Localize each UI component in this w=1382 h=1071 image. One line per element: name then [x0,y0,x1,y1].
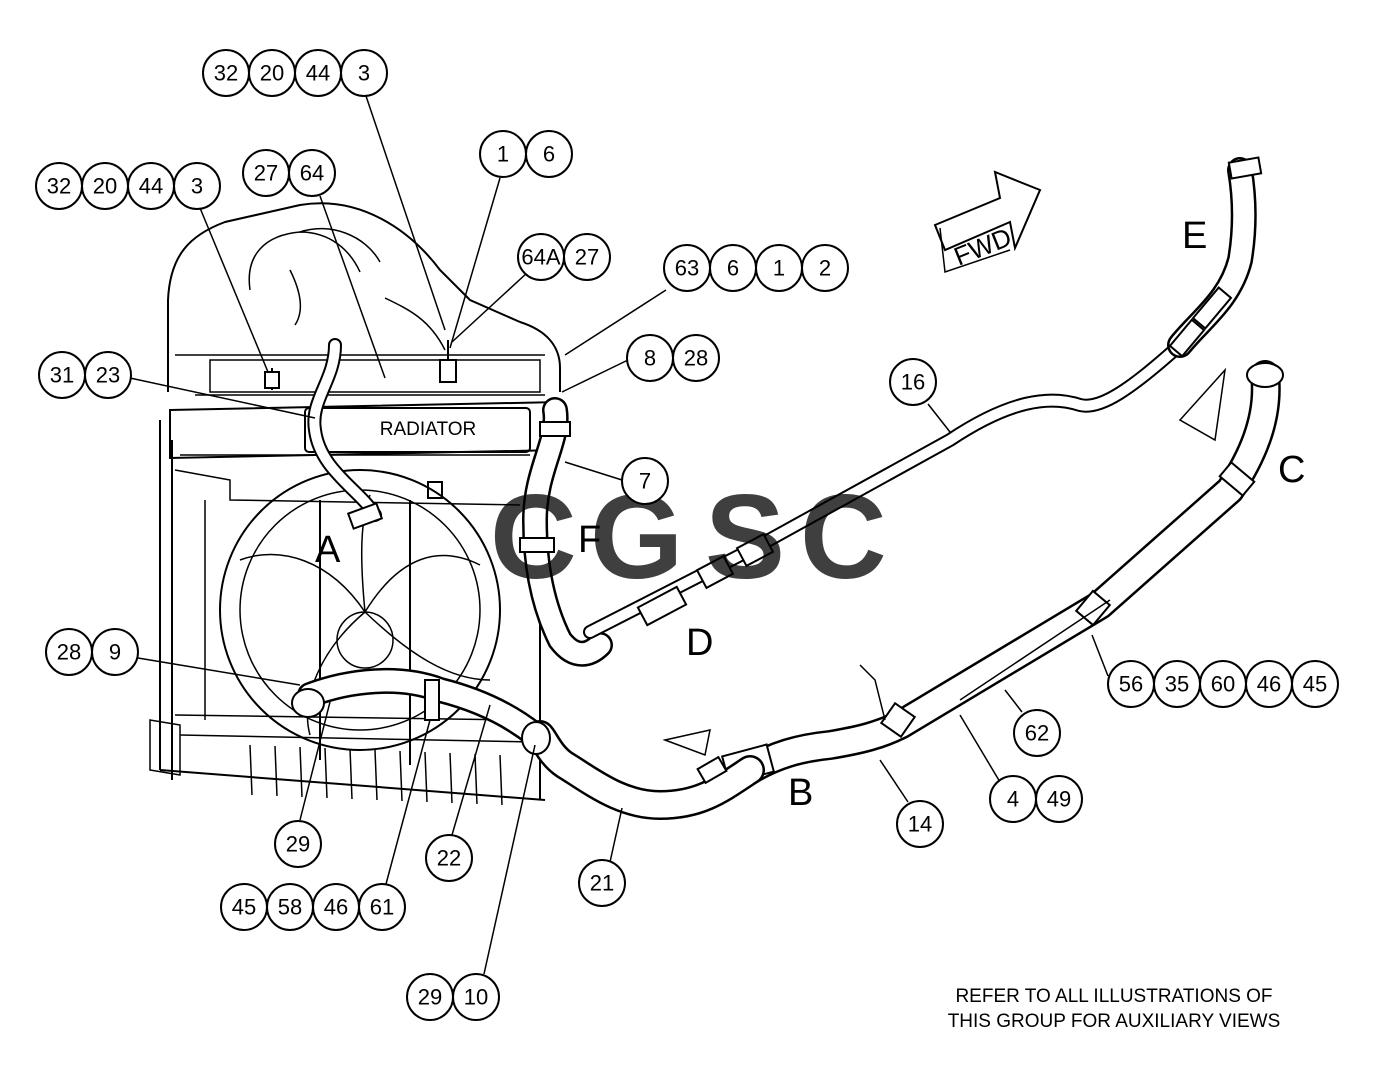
note-line-2: THIS GROUP FOR AUXILIARY VIEWS [948,1011,1281,1032]
callout-number: 21 [590,871,614,896]
callout-number: 8 [644,346,656,371]
callout-number: 28 [684,346,708,371]
hose-e [1167,156,1263,358]
callout-number: 31 [50,363,74,388]
callout-32-20-44-3-top: 32 20 44 3 [202,49,388,97]
callout-number: 44 [306,61,330,86]
callout-21: 21 [578,859,626,907]
callout-number: 22 [437,846,461,871]
hose-7-upper [519,397,613,667]
tube-16 [583,338,1187,639]
callout-number: 45 [232,895,256,920]
fwd-label: FWD [950,222,1016,272]
callout-28-9: 28 9 [45,628,139,676]
callout-4-49: 4 49 [989,775,1083,823]
callout-16: 16 [889,358,937,406]
view-letter-a: A [315,529,341,571]
watermark: C G S C [490,470,887,604]
callout-number: 32 [214,61,238,86]
callout-number: 2 [819,256,831,281]
callout-8-28: 8 28 [626,334,720,382]
callout-number: 16 [901,370,925,395]
callout-number: 1 [497,142,509,167]
callout-number: 9 [109,640,121,665]
callout-number: 64 [300,161,324,186]
callout-number: 10 [464,985,488,1010]
callout-number: 60 [1211,672,1235,697]
callout-1-6: 1 6 [479,130,573,178]
view-letter-e: E [1182,215,1207,257]
callout-number: 45 [1303,672,1327,697]
callout-number: 3 [358,61,370,86]
callout-number: 64A [521,245,560,270]
callout-number: 20 [93,174,117,199]
callout-number: 6 [727,256,739,281]
callout-27-64: 27 64 [242,149,336,197]
watermark-letter-3: S [705,470,785,604]
callout-number: 44 [139,174,163,199]
radiator-label: RADIATOR [380,419,476,440]
callout-number: 7 [639,469,651,494]
callout-number: 4 [1007,787,1019,812]
callout-7: 7 [621,457,669,505]
hose-22-lower [291,667,551,755]
callout-number: 62 [1025,721,1049,746]
leader-lines [129,95,1109,975]
view-letter-b: B [788,772,813,814]
callout-31-23: 31 23 [38,351,132,399]
callout-32-20-44-3-left: 32 20 44 3 [35,162,221,210]
callout-number: 46 [1257,672,1281,697]
callout-22: 22 [425,834,473,882]
callout-number: 27 [254,161,278,186]
callout-number: 20 [260,61,284,86]
callout-56-35-60-46-45: 56 35 60 46 45 [1107,660,1339,708]
fwd-arrow-icon: FWD [933,170,1042,274]
callout-number: 46 [324,895,348,920]
callout-number: 35 [1165,672,1189,697]
callout-29: 29 [274,820,322,868]
callout-number: 27 [575,245,599,270]
view-letter-c: C [1278,449,1305,491]
watermark-letter-4: C [800,470,887,604]
callout-number: 3 [191,174,203,199]
callout-number: 61 [370,895,394,920]
callout-14: 14 [896,800,944,848]
hose-21 [525,720,765,820]
callout-number: 63 [675,256,699,281]
note-line-1: REFER TO ALL ILLUSTRATIONS OF [955,986,1272,1007]
callout-number: 1 [773,256,785,281]
callout-number: 6 [543,142,555,167]
callout-number: 32 [47,174,71,199]
watermark-letter-1: C [490,470,577,604]
callout-62: 62 [1013,709,1061,757]
callout-45-58-46-61: 45 58 46 61 [220,883,406,931]
callout-number: 58 [278,895,302,920]
callout-number: 29 [286,832,310,857]
callout-number: 14 [908,812,932,837]
callout-number: 56 [1119,672,1143,697]
callout-29-10: 29 10 [406,973,500,1021]
callout-number: 23 [96,363,120,388]
callout-number: 49 [1047,787,1071,812]
callout-number: 28 [57,640,81,665]
callout-63-6-1-2: 63 6 1 2 [663,244,849,292]
view-letter-f: F [578,519,601,561]
callout-64a-27: 64A 27 [517,233,611,281]
view-letter-d: D [686,622,713,664]
callout-number: 29 [418,985,442,1010]
